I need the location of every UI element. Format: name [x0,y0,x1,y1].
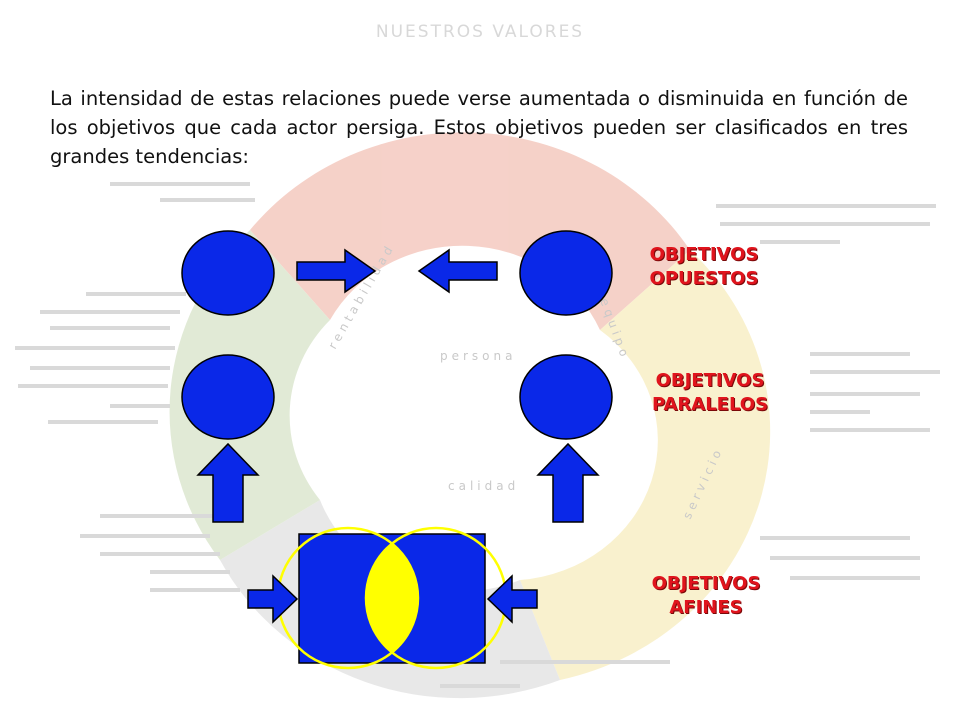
actor-circle-middle-left [181,354,275,440]
arrow-up-icon [196,442,260,523]
label-line: OBJETIVOS [649,244,759,265]
label-line: AFINES [669,597,743,618]
actor-circle-top-right [519,230,613,316]
label-line: OPUESTOS [649,268,759,289]
label-line: OBJETIVOS [651,573,761,594]
watermark-word-calidad: calidad [448,479,519,493]
arrow-right-icon [296,248,377,294]
watermark-word-persona: persona [440,349,517,363]
arrow-left-icon [417,248,498,294]
venn-overlap-fill [366,528,418,668]
label-objetivos-paralelos: OBJETIVOS PARALELOS [632,369,788,417]
arrow-up-icon [536,442,600,523]
header-watermark-title: NUESTROS VALORES [375,22,585,42]
arrow-right-icon [247,574,299,624]
ring-segment-yellow [520,250,771,680]
watermark-text-lines [15,182,940,688]
actor-circle-middle-right [519,354,613,440]
label-objetivos-afines: OBJETIVOS AFINES [628,572,784,620]
intro-paragraph: La intensidad de estas relaciones puede … [50,87,908,168]
arrow-left-icon [486,574,538,624]
label-line: OBJETIVOS [655,370,765,391]
label-line: PARALELOS [651,394,769,415]
label-objetivos-opuestos: OBJETIVOS OPUESTOS [626,243,782,291]
actor-circle-top-left [181,230,275,316]
